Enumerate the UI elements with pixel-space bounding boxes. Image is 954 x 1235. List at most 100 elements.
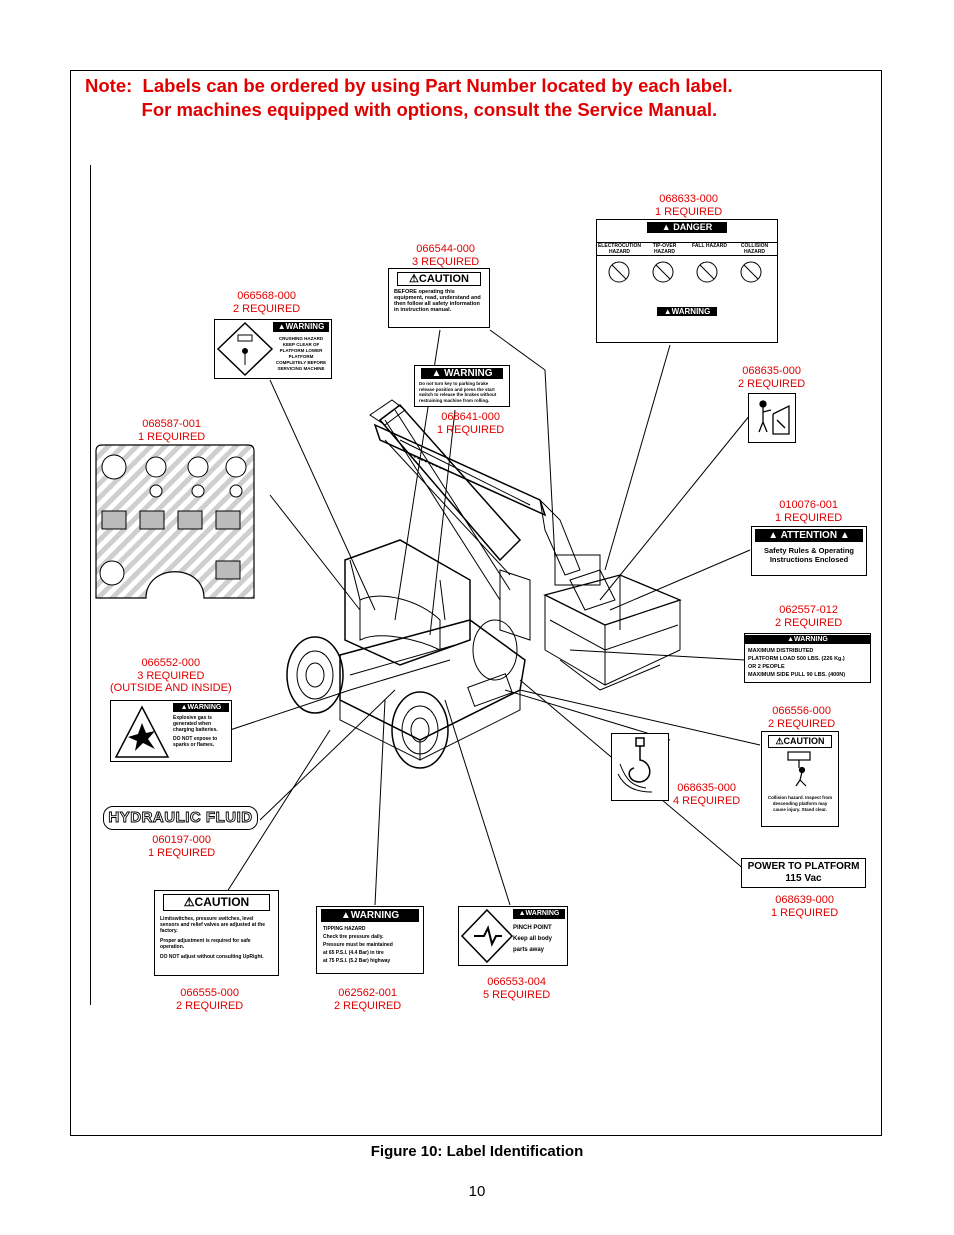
warning-label-068641: ▲ WARNING Do not turn key to parking bra… (414, 365, 510, 407)
part-qty: 3 REQUIRED (412, 255, 480, 268)
part-qty: 2 REQUIRED (233, 302, 301, 315)
label-068635-upper (748, 393, 796, 443)
attention-header-text: ATTENTION (780, 530, 838, 541)
warning-label-066568: ▲WARNING CRUSHING HAZARD KEEP CLEAR OF P… (214, 319, 332, 379)
part-number: 066568-000 (237, 290, 296, 302)
tipping-line-5: at 75 P.S.I. (5.2 Bar) highway (323, 958, 391, 964)
load-header-text: WARNING (794, 636, 828, 643)
part-qty: 2 REQUIRED (768, 717, 836, 730)
danger-sub-text: WARNING (671, 307, 711, 316)
tipping-line-3: Pressure must be maintained (323, 942, 393, 948)
danger-label: ▲ DANGER ELECTROCUTION HAZARD TIP-OVER H… (596, 219, 778, 343)
crush-hazard-icon (216, 321, 274, 377)
caution-header: ⚠CAUTION (768, 735, 832, 748)
battery-header-text: WARNING (187, 704, 222, 711)
pinch-point-icon (460, 908, 514, 964)
pinch-point-label: ▲WARNING PINCH POINT Keep all body parts… (458, 906, 568, 966)
part-qty: 3 REQUIRED (137, 669, 205, 682)
margin-rule (90, 165, 91, 1005)
danger-warning-sub: ▲WARNING (657, 307, 717, 316)
caution-text-1: Limitswitches, pressure switches, level … (160, 916, 266, 934)
label-068635-lower (611, 733, 669, 801)
battery-warning-label: ▲WARNING Explosive gas is generated when… (110, 700, 232, 762)
part-number: 010076-001 (779, 499, 838, 511)
caution-header: ⚠CAUTION (397, 272, 481, 286)
tipping-header-text: WARNING (350, 910, 400, 921)
pinch-line-2: Keep all body (513, 936, 553, 942)
tipping-line-2: Check tire pressure daily. (323, 934, 384, 940)
load-line-2: PLATFORM LOAD 500 LBS. (226 Kg.) (748, 656, 845, 662)
danger-col-4: COLLISION HAZARD (740, 243, 769, 255)
control-panel-decal (94, 443, 256, 601)
lifting-hook-icon (617, 737, 653, 793)
warning-header-text: WARNING (285, 322, 325, 331)
figure-frame (70, 70, 882, 1136)
caution-header-text: CAUTION (418, 273, 469, 285)
pinch-header: ▲WARNING (513, 909, 565, 919)
battery-header: ▲WARNING (173, 703, 229, 712)
tipping-text: TIPPING HAZARD Check tire pressure daily… (323, 925, 417, 965)
part-qty: 5 REQUIRED (483, 988, 551, 1001)
part-number: 066553-004 (487, 976, 546, 988)
part-qty: 4 REQUIRED (673, 794, 741, 807)
tipping-hazard-label: ▲WARNING TIPPING HAZARD Check tire press… (316, 906, 424, 974)
part-number: 060197-000 (152, 834, 211, 846)
caution-label-066544: ⚠CAUTION BEFORE operating this equipment… (388, 268, 490, 328)
power-to-platform-label: POWER TO PLATFORM 115 Vac (741, 858, 866, 888)
part-qty: 1 REQUIRED (775, 511, 843, 524)
danger-header-text: DANGER (673, 222, 713, 232)
warning-text: Do not turn key to parking brake release… (419, 381, 497, 403)
battery-text-1: Explosive gas is generated when charging… (173, 715, 218, 733)
part-number: 066556-000 (772, 705, 831, 717)
caution-label-066555: ⚠CAUTION Limitswitches, pressure switche… (154, 890, 279, 976)
part-number: 068587-001 (142, 418, 201, 430)
pinch-line-3: parts away (513, 947, 545, 953)
load-capacity-label: ▲WARNING MAXIMUM DISTRIBUTED PLATFORM LO… (744, 633, 871, 683)
tipping-line-1: TIPPING HAZARD (323, 926, 366, 932)
page-number: 10 (468, 1183, 486, 1200)
load-header: ▲WARNING (745, 635, 870, 644)
caution-text-2: Proper adjustment is required for safe o… (160, 938, 251, 950)
tipping-header: ▲WARNING (321, 909, 419, 922)
part-number: 068633-000 (659, 193, 718, 205)
part-number: 068635-000 (742, 365, 801, 377)
part-qty: 1 REQUIRED (437, 423, 505, 436)
figure-caption: Figure 10: Label Identification (370, 1143, 584, 1160)
attention-text: Safety Rules & Operating Instructions En… (763, 546, 855, 564)
part-number: 068641-000 (441, 411, 500, 423)
warning-header: ▲WARNING (273, 322, 329, 332)
warning-header: ▲ WARNING (421, 368, 503, 379)
hazard-pictograms (608, 261, 762, 283)
part-qty: 1 REQUIRED (148, 846, 216, 859)
explosion-icon (114, 705, 170, 758)
part-qty: 1 REQUIRED (771, 906, 839, 919)
caution-text: BEFORE operating this equipment, read, u… (394, 289, 481, 313)
load-text: MAXIMUM DISTRIBUTED PLATFORM LOAD 500 LB… (748, 647, 867, 679)
part-note: (OUTSIDE AND INSIDE) (110, 682, 232, 694)
power-line-2: 115 Vac (785, 873, 822, 884)
hydraulic-fluid-text: HYDRAULIC FLUID (108, 809, 253, 827)
pinch-text: PINCH POINT Keep all body parts away (513, 923, 565, 956)
danger-col-2: TIP-OVER HAZARD (652, 243, 677, 255)
part-qty: 2 REQUIRED (738, 377, 806, 390)
part-number: 068635-000 (677, 782, 736, 794)
caution-label-066556: ⚠CAUTION Collision hazard. Inspect from … (761, 731, 839, 827)
part-number: 066544-000 (416, 243, 475, 255)
person-hazard-icon (758, 400, 790, 435)
part-qty: 2 REQUIRED (775, 616, 843, 629)
falling-object-icon (787, 751, 811, 787)
part-qty: 1 REQUIRED (655, 205, 723, 218)
power-line-1: POWER TO PLATFORM (747, 861, 860, 872)
